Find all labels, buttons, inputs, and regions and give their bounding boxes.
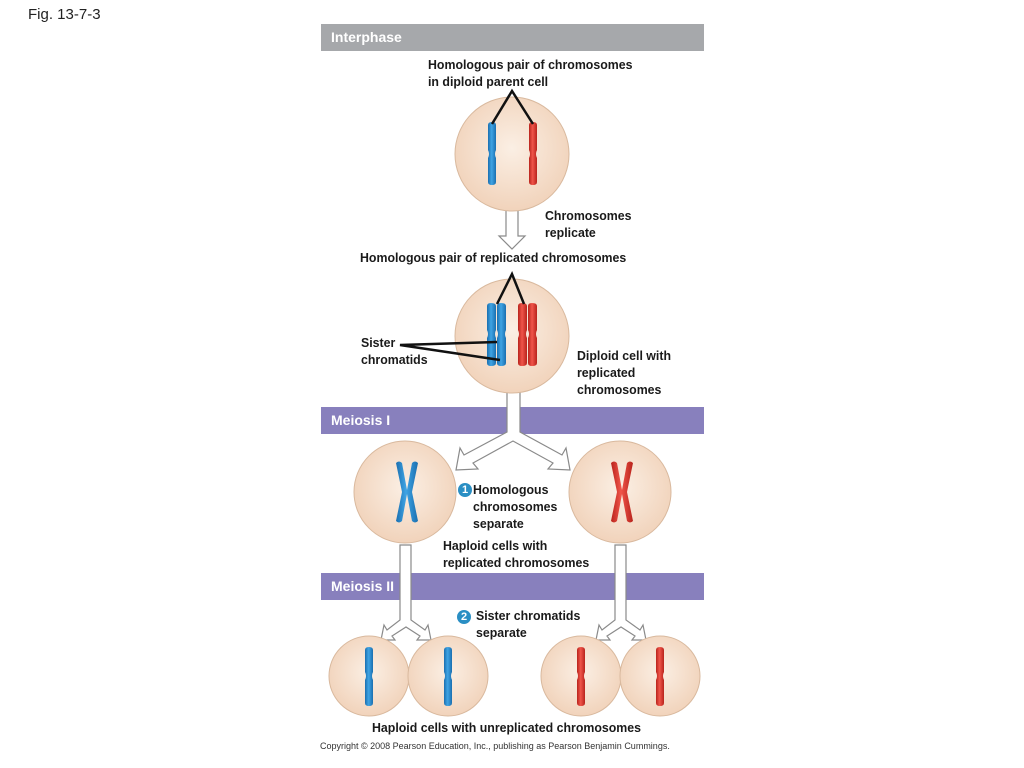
parent-cell <box>454 96 570 212</box>
final-chromosome-4 <box>656 647 664 706</box>
step-2-badge: 2 <box>457 610 471 624</box>
pointer-line-sister-chromatids <box>399 340 501 362</box>
meiosis-2-arrow-left <box>380 544 432 641</box>
final-chromosome-1 <box>365 647 373 706</box>
label-homologous-pair-replicated: Homologous pair of replicated chromosome… <box>360 250 627 265</box>
x-chromosome-maternal <box>396 461 418 523</box>
meiosis-2-arrow-right <box>595 544 647 641</box>
pointer-line-homologous <box>490 88 535 125</box>
pointer-line-replicated-pair <box>495 270 526 305</box>
label-diploid-cell: Diploid cell with replicated chromosomes <box>577 348 672 397</box>
paternal-chromosome <box>529 122 537 185</box>
label-homologous-pair: Homologous pair of chromosomes in diploi… <box>428 57 633 89</box>
replicated-maternal-chromosome <box>487 303 506 366</box>
maternal-chromosome <box>488 122 496 185</box>
replicated-paternal-chromosome <box>518 303 537 366</box>
label-chromosomes-replicate: Chromosomes replicate <box>545 208 632 240</box>
label-step-1: Homologous chromosomes separate <box>473 482 558 531</box>
replicated-cell <box>454 278 570 394</box>
replicate-arrow <box>497 209 527 250</box>
final-chromosome-3 <box>577 647 585 706</box>
label-sister-chromatids: Sister chromatids <box>361 335 428 367</box>
step-1-badge: 1 <box>458 483 472 497</box>
interphase-band: Interphase <box>321 24 704 51</box>
copyright-notice: Copyright © 2008 Pearson Education, Inc.… <box>320 741 670 751</box>
label-haploid-replicated: Haploid cells with replicated chromosome… <box>443 538 590 570</box>
x-chromosome-paternal <box>611 461 633 523</box>
label-haploid-unreplicated: Haploid cells with unreplicated chromoso… <box>372 720 642 735</box>
final-chromosome-2 <box>444 647 452 706</box>
label-step-2: Sister chromatids separate <box>476 608 581 640</box>
figure-label: Fig. 13-7-3 <box>28 6 101 23</box>
meiosis-1-arrow <box>455 391 571 471</box>
meiosis-2-band: Meiosis II <box>321 573 704 600</box>
